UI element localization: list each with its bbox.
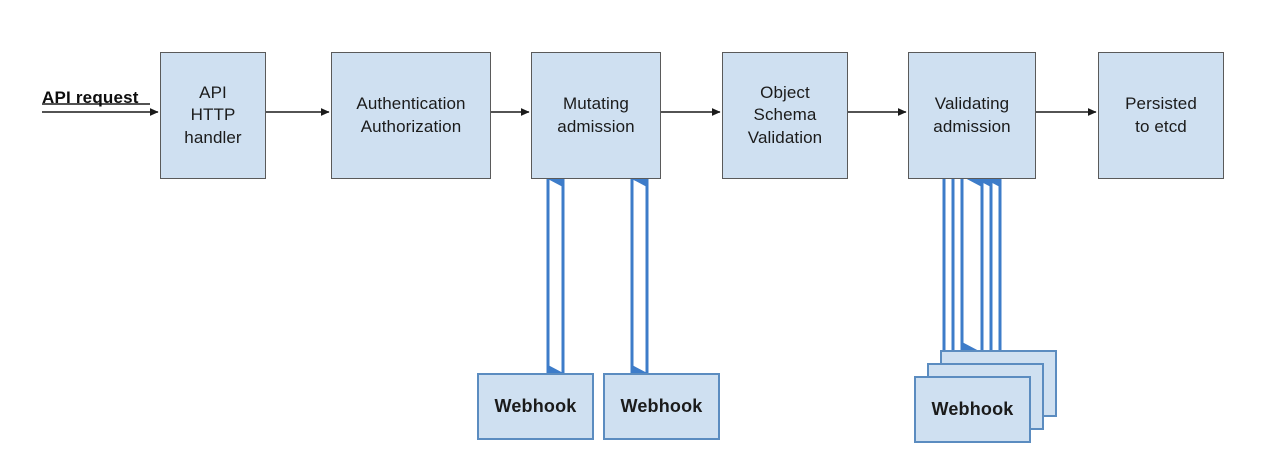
- node-validating-webhook-1: Webhook: [914, 376, 1031, 443]
- node-mutating-admission: Mutating admission: [531, 52, 661, 179]
- api-request-label: API request: [42, 88, 139, 108]
- node-object-schema-validation: Object Schema Validation: [722, 52, 848, 179]
- api-request-text: API request: [42, 88, 139, 107]
- webhook-call-arrows: [546, 170, 1002, 385]
- node-api-http-handler: API HTTP handler: [160, 52, 266, 179]
- node-mutating-webhook-2: Webhook: [603, 373, 720, 440]
- node-mutating-webhook-1: Webhook: [477, 373, 594, 440]
- pipeline-arrows: [42, 103, 1097, 116]
- node-validating-admission: Validating admission: [908, 52, 1036, 179]
- node-authentication-authorization: Authentication Authorization: [331, 52, 491, 179]
- node-persisted-to-etcd: Persisted to etcd: [1098, 52, 1224, 179]
